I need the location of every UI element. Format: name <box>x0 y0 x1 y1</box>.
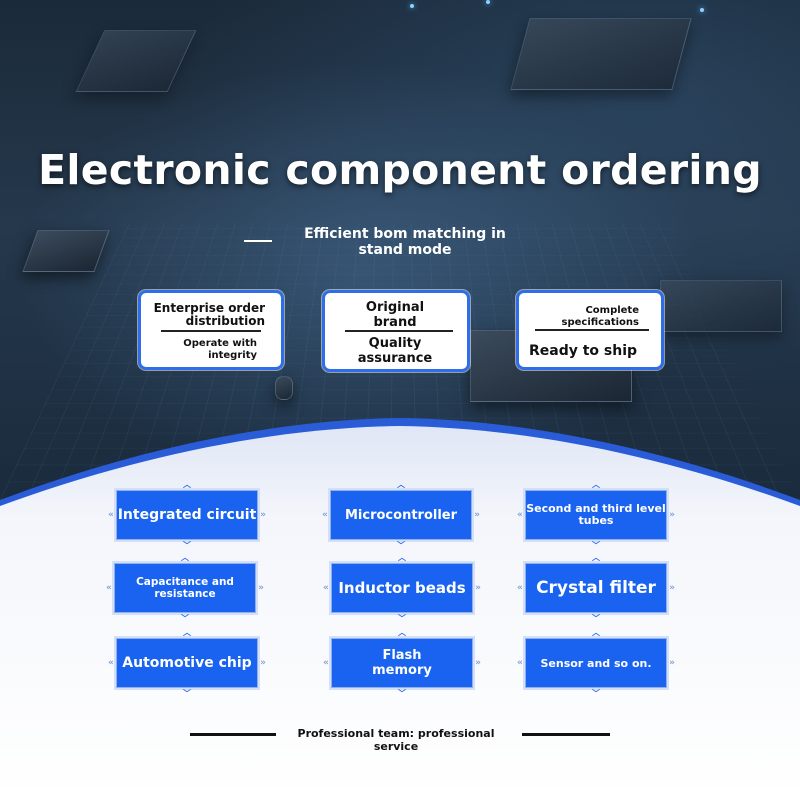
chip-decoration <box>22 230 110 272</box>
chevron-down-icon: ﹀ <box>183 541 191 550</box>
chevron-up-icon: ︿ <box>397 480 405 489</box>
chip-decoration <box>660 280 782 332</box>
arrow-right-icon: » <box>260 658 266 668</box>
arrow-right-icon: » <box>475 583 481 593</box>
feature-card-enterprise: Enterprise order distribution Operate wi… <box>138 290 284 370</box>
category-button-integrated-circuit[interactable]: ︿ « Integrated circuit » ﹀ <box>108 481 266 550</box>
chevron-up-icon: ︿ <box>181 553 189 562</box>
category-label: Flash memory <box>372 648 432 678</box>
chevron-up-icon: ︿ <box>592 553 600 562</box>
page-title: Electronic component ordering <box>38 146 762 194</box>
chevron-down-icon: ﹀ <box>592 689 600 698</box>
page-subtitle: Efficient bom matching in stand mode <box>304 226 506 258</box>
chevron-down-icon: ﹀ <box>592 541 600 550</box>
subtitle-dash <box>244 240 272 242</box>
category-label: Microcontroller <box>344 507 458 523</box>
category-button-inductor-beads[interactable]: ︿ « Inductor beads » ﹀ <box>323 554 481 623</box>
card-divider <box>345 330 453 332</box>
arrow-right-icon: » <box>669 658 675 668</box>
card-divider <box>535 329 649 331</box>
chevron-up-icon: ︿ <box>183 628 191 637</box>
category-label: Automotive chip <box>122 655 252 671</box>
chevron-up-icon: ︿ <box>592 480 600 489</box>
chevron-down-icon: ﹀ <box>398 689 406 698</box>
chevron-up-icon: ︿ <box>592 628 600 637</box>
arrow-left-icon: « <box>106 583 112 593</box>
footer-tagline: Professional team: professional service <box>297 727 495 753</box>
led-decoration <box>486 0 490 4</box>
feature-card-specifications: Complete specifications Ready to ship <box>516 290 664 370</box>
card-top-text: Original brand <box>365 300 425 330</box>
category-label: Integrated circuit <box>117 507 257 523</box>
arrow-left-icon: « <box>108 510 114 520</box>
footer-divider-right <box>522 733 610 736</box>
feature-card-original-brand: Original brand Quality assurance <box>322 290 470 372</box>
category-button-automotive-chip[interactable]: ︿ « Automotive chip » ﹀ <box>108 629 266 698</box>
arrow-right-icon: » <box>475 658 481 668</box>
led-decoration <box>700 8 704 12</box>
arrow-right-icon: » <box>669 583 675 593</box>
arrow-left-icon: « <box>517 510 523 520</box>
category-label: Second and third level tubes <box>526 502 666 527</box>
arrow-left-icon: « <box>323 658 329 668</box>
category-button-crystal-filter[interactable]: ︿ « Crystal filter » ﹀ <box>517 554 675 623</box>
chevron-down-icon: ﹀ <box>397 541 405 550</box>
arrow-left-icon: « <box>322 510 328 520</box>
category-button-tubes[interactable]: ︿ « Second and third level tubes » ﹀ <box>517 481 675 550</box>
led-decoration <box>410 4 414 8</box>
card-top-text: Complete specifications <box>561 305 640 328</box>
category-button-microcontroller[interactable]: ︿ « Microcontroller » ﹀ <box>322 481 480 550</box>
chevron-up-icon: ︿ <box>398 628 406 637</box>
arrow-right-icon: » <box>258 583 264 593</box>
card-bottom-text: Operate with integrity <box>183 338 257 361</box>
footer-divider-left <box>190 733 276 736</box>
chevron-down-icon: ﹀ <box>398 614 406 623</box>
arrow-left-icon: « <box>108 658 114 668</box>
chip-decoration <box>510 18 692 90</box>
card-divider <box>161 330 261 332</box>
chevron-down-icon: ﹀ <box>181 614 189 623</box>
category-label: Sensor and so on. <box>540 656 652 670</box>
category-button-capacitance-resistance[interactable]: ︿ « Capacitance and resistance » ﹀ <box>106 554 264 623</box>
category-button-flash-memory[interactable]: ︿ « Flash memory » ﹀ <box>323 629 481 698</box>
category-label: Capacitance and resistance <box>136 576 234 600</box>
category-label: Crystal filter <box>536 578 656 598</box>
category-button-sensor[interactable]: ︿ « Sensor and so on. » ﹀ <box>517 629 675 698</box>
card-top-text: Enterprise order distribution <box>153 301 265 328</box>
arrow-right-icon: » <box>260 510 266 520</box>
card-bottom-text: Quality assurance <box>357 336 433 366</box>
chevron-up-icon: ︿ <box>398 553 406 562</box>
arrow-right-icon: » <box>474 510 480 520</box>
chevron-down-icon: ﹀ <box>183 689 191 698</box>
category-label: Inductor beads <box>338 579 466 597</box>
chevron-up-icon: ︿ <box>183 480 191 489</box>
capacitor-decoration <box>275 376 293 400</box>
arrow-left-icon: « <box>517 583 523 593</box>
arrow-left-icon: « <box>517 658 523 668</box>
arrow-left-icon: « <box>323 583 329 593</box>
arrow-right-icon: » <box>669 510 675 520</box>
chevron-down-icon: ﹀ <box>592 614 600 623</box>
chip-decoration <box>75 30 197 92</box>
card-bottom-text: Ready to ship <box>529 343 638 359</box>
